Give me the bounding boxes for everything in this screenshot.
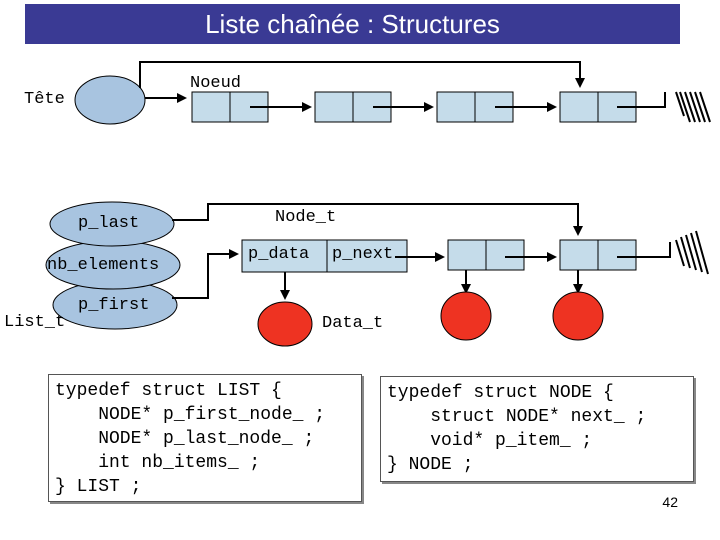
label-p-next: p_next <box>332 245 394 264</box>
data-item-2 <box>440 291 492 341</box>
code-box-node: typedef struct NODE { struct NODE* next_… <box>380 376 694 482</box>
head-oval <box>74 75 146 125</box>
data-item-3 <box>552 291 604 341</box>
page-number: 42 <box>662 494 678 510</box>
top-node-3 <box>436 91 514 123</box>
first-to-node-arrow <box>172 249 239 299</box>
label-p-first: p_first <box>78 296 150 315</box>
head-to-last-arrow <box>139 61 585 88</box>
last-to-last-node-arrow <box>172 203 583 236</box>
label-p-last: p_last <box>78 214 140 233</box>
code-line: void* p_item_ ; <box>387 431 593 451</box>
code-line: struct NODE* next_ ; <box>387 407 647 427</box>
bottom-node-1 <box>241 239 408 273</box>
label-noeud: Noeud <box>190 74 242 93</box>
code-line: int nb_items_ ; <box>55 453 261 473</box>
code-box-list: typedef struct LIST { NODE* p_first_node… <box>48 374 362 502</box>
code-line: } NODE ; <box>387 455 474 475</box>
label-data-t: Data_t <box>322 314 384 333</box>
bottom-node-3 <box>559 239 637 271</box>
label-nb-elements: nb_elements <box>47 256 160 275</box>
code-line: } LIST ; <box>55 477 142 497</box>
label-node-t: Node_t <box>275 208 337 227</box>
list-oval-last <box>49 201 175 247</box>
label-p-data: p_data <box>248 245 310 264</box>
code-line: NODE* p_first_node_ ; <box>55 405 326 425</box>
bottom-null-link <box>617 242 671 258</box>
label-list-t: List_t <box>4 313 66 332</box>
code-line: typedef struct NODE { <box>387 383 614 403</box>
data-item-1 <box>257 301 313 347</box>
bottom-null-ground-icon <box>675 230 709 275</box>
top-null-link <box>617 92 666 108</box>
bottom-node-2 <box>447 239 525 271</box>
code-line: typedef struct LIST { <box>55 381 282 401</box>
top-node-1 <box>191 91 269 123</box>
top-null-ground-icon <box>675 91 711 123</box>
label-tete: Tête <box>24 90 65 109</box>
slide-title: Liste chaînée : Structures <box>25 4 680 44</box>
code-line: NODE* p_last_node_ ; <box>55 429 315 449</box>
